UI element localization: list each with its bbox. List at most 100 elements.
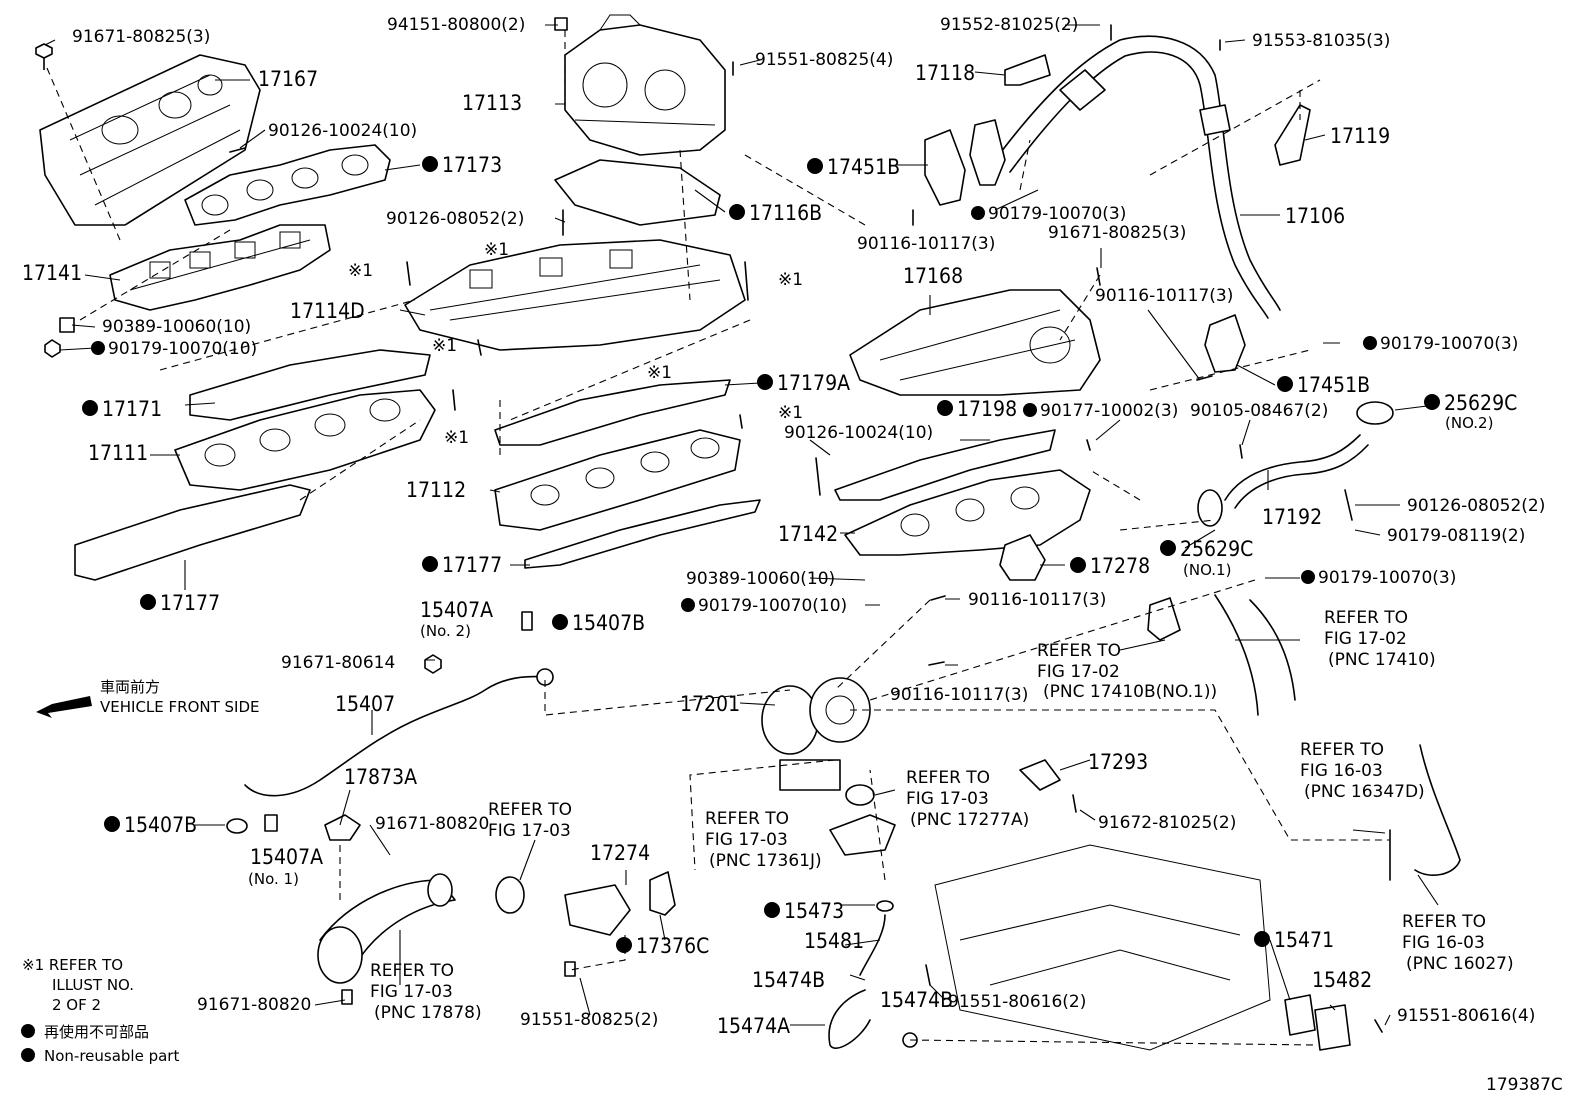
part-17177-gasket-right	[524, 499, 761, 569]
part-label: (PNC 17410)	[1328, 650, 1436, 670]
front-side-jp: 車両前方	[100, 678, 160, 696]
part-label: 17111	[88, 441, 148, 465]
part-17293-bracket	[1019, 759, 1061, 791]
legend-ref-line2: ILLUST NO.	[52, 976, 134, 994]
part-17274-hose	[564, 884, 631, 936]
part-drawings	[35, 14, 1461, 1051]
part-label: 15474A	[717, 1014, 790, 1038]
part-label: 17376C	[636, 934, 709, 958]
non-reusable-mark	[807, 158, 823, 174]
part-label: 15471	[1274, 928, 1334, 952]
part-label: 90179-10070(10)	[698, 596, 847, 616]
part-label: 17173	[442, 153, 502, 177]
pipe-ref-16027	[1414, 744, 1461, 876]
studs	[229, 147, 1353, 666]
part-label: 17179A	[777, 371, 850, 395]
elbow-ref-17361J	[829, 814, 896, 856]
part-15481-pipe	[859, 914, 886, 976]
part-label: 91672-81025(2)	[1098, 813, 1236, 833]
part-15471-gasket	[1284, 994, 1316, 1036]
part-label: REFER TO	[1300, 740, 1384, 760]
label-l95: 17376C	[616, 934, 709, 958]
part-label: 15482	[1312, 968, 1372, 992]
part-label: FIG 16-03	[1402, 933, 1485, 953]
gasket-ref-17410B	[1147, 597, 1181, 641]
part-label: 91671-80820	[375, 814, 489, 834]
non-reusable-mark	[729, 204, 745, 220]
part-label: (PNC 17277A)	[910, 810, 1029, 830]
part-label: 91551-80825(2)	[520, 1010, 658, 1030]
part-label: FIG 17-03	[906, 789, 989, 809]
non-reusable-mark	[937, 400, 953, 416]
label-l07: 90179-10070(10)	[91, 339, 257, 359]
label-l40: 17198	[937, 397, 1017, 421]
legend: ※1 REFER TO ILLUST NO. 2 OF 2 再使用不可部品 No…	[21, 956, 179, 1065]
part-17179A-gasket	[494, 379, 731, 446]
part-15473-gasket	[876, 900, 894, 912]
part-label: ※1	[348, 261, 373, 281]
part-25629C-no1	[1197, 489, 1223, 527]
part-17173-gasket	[184, 144, 391, 226]
non-reusable-mark	[1023, 403, 1037, 417]
part-label: 94151-80800(2)	[387, 15, 525, 35]
part-label: 17451B	[1297, 373, 1370, 397]
legend-nonreuse-jp: 再使用不可部品	[44, 1023, 149, 1041]
part-label: 90116-10117(3)	[968, 590, 1106, 610]
part-label: REFER TO	[906, 768, 990, 788]
part-label: FIG 17-02	[1324, 629, 1407, 649]
bolt-15407A-no2	[521, 611, 533, 631]
part-17113-valve-body	[554, 14, 726, 156]
part-15474A-hose	[828, 989, 871, 1049]
label-l78: 15407B	[104, 813, 197, 837]
part-label: (NO.2)	[1445, 414, 1493, 432]
non-reusable-mark	[616, 937, 632, 953]
part-label: 15473	[784, 899, 844, 923]
part-label: 17113	[462, 91, 522, 115]
part-label: 91551-80616(2)	[948, 992, 1086, 1012]
label-l32: 90179-10070(3)	[971, 204, 1126, 224]
legend-ref-line3: 2 OF 2	[52, 996, 101, 1014]
bolt-15407A-no1	[264, 814, 278, 832]
part-17451B-gasket-top	[924, 129, 966, 206]
part-label: ※1	[484, 240, 509, 260]
label-l31: 17451B	[807, 155, 900, 179]
part-label: 90126-10024(10)	[784, 423, 933, 443]
part-label: (PNC 16347D)	[1304, 782, 1425, 802]
part-label: 25629C	[1180, 537, 1253, 561]
label-l39: 17451B	[1277, 373, 1370, 397]
label-l18: 17171	[82, 397, 162, 421]
part-label: 90116-10117(3)	[890, 685, 1028, 705]
non-reusable-mark	[1424, 394, 1440, 410]
non-reusable-mark	[1160, 540, 1176, 556]
part-label: 90179-08119(2)	[1387, 526, 1525, 546]
non-reusable-mark	[1301, 570, 1315, 584]
part-17141-exhaust-manifold	[109, 224, 331, 311]
leader-lines	[44, 24, 1439, 1026]
part-17106-egr-pipe	[994, 35, 1281, 319]
non-reusable-mark	[104, 816, 120, 832]
part-label: 17873A	[344, 765, 417, 789]
part-25629C-no2	[1356, 401, 1394, 425]
engine-block-outline	[934, 844, 1271, 1051]
bolt-91671-80820-lower	[341, 989, 353, 1005]
part-label: 17112	[406, 478, 466, 502]
part-label: REFER TO	[705, 809, 789, 829]
part-17177-gasket-left	[74, 484, 311, 581]
part-label: FIG 17-03	[705, 830, 788, 850]
label-l04: 17173	[422, 153, 502, 177]
part-label: 17177	[160, 591, 220, 615]
part-label: 90105-08467(2)	[1190, 401, 1328, 421]
part-label: 91551-80616(4)	[1397, 1006, 1535, 1026]
clamp-ref-17-03	[495, 876, 525, 914]
non-reusable-mark	[1254, 931, 1270, 947]
part-label: ※1	[778, 403, 803, 423]
part-label: FIG 17-03	[370, 982, 453, 1002]
part-15407-oil-pipe	[244, 675, 546, 797]
non-reusable-mark	[757, 374, 773, 390]
part-label: 15474B	[752, 968, 825, 992]
part-17171-gasket	[189, 349, 431, 421]
part-label: 17274	[590, 841, 650, 865]
part-label: 90116-10117(3)	[857, 234, 995, 254]
diagram-id: 179387C	[1486, 1075, 1563, 1095]
